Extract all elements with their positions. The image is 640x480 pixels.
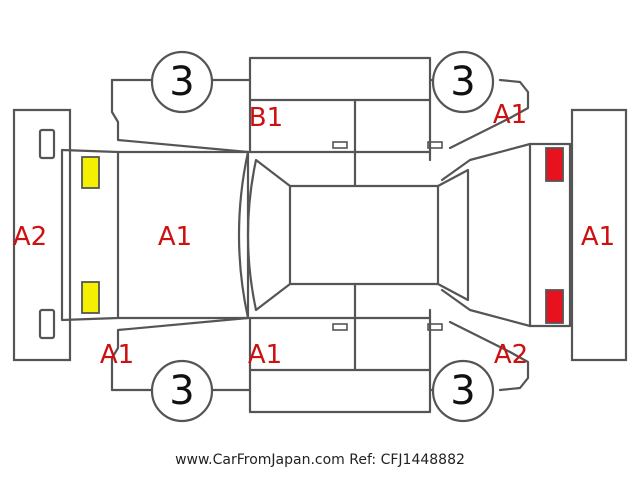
wheel-front-right-label: 3 <box>169 368 194 414</box>
wheel-rear-left-label: 3 <box>450 59 475 105</box>
wheel-rear-left: 3 <box>431 50 495 114</box>
wheel-front-left-label: 3 <box>169 59 194 105</box>
code-rear-bumper: A1 <box>581 222 615 252</box>
wheel-rear-right-label: 3 <box>450 368 475 414</box>
wheel-rear-right: 3 <box>431 359 495 423</box>
rear-lamp-left <box>545 147 564 182</box>
rear-lamp-right <box>545 289 564 324</box>
wheel-front-left: 3 <box>150 50 214 114</box>
front-lamp-left <box>81 156 100 189</box>
code-front-bumper: A2 <box>13 222 47 252</box>
car-body-outline <box>60 56 572 414</box>
rear-bumper <box>570 108 628 362</box>
front-bumper <box>12 108 72 362</box>
front-lamp-right <box>81 281 100 314</box>
code-door-right: A1 <box>248 340 282 370</box>
code-rear-quarter-right: A2 <box>494 340 528 370</box>
footer-ref: Ref: CFJ1448882 <box>349 452 465 468</box>
code-roof-pillar-left: B1 <box>249 103 283 133</box>
code-front-fender-right: A1 <box>100 340 134 370</box>
footer-site: www.CarFromJapan.com <box>175 452 345 468</box>
code-hood: A1 <box>158 222 192 252</box>
wheel-front-right: 3 <box>150 359 214 423</box>
code-rear-quarter-left: A1 <box>493 100 527 130</box>
footer-reference: www.CarFromJapan.com Ref: CFJ1448882 <box>0 452 640 468</box>
